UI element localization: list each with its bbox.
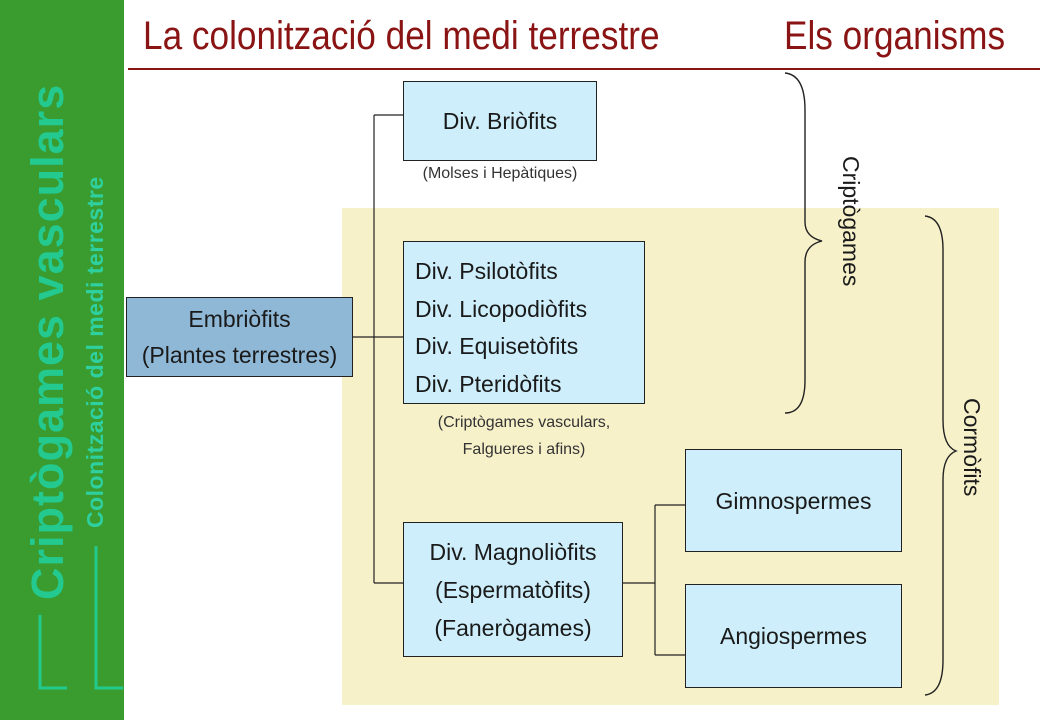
bracket-decoration-left <box>38 615 67 690</box>
angiosperms-label: Angiospermes <box>719 623 868 649</box>
spermatophytes-label: (Espermatòfits) <box>435 576 591 603</box>
pteridophytes-label: Div. Pteridòfits <box>415 370 562 397</box>
sidebar-decoration <box>38 546 123 690</box>
embryophytes-box: Embriòfits (Plantes terrestres) <box>126 297 353 377</box>
phanerogams-label: (Fanerògames) <box>434 614 592 641</box>
psilotophytes-label: Div. Psilotòfits <box>415 258 558 284</box>
cormophytes-group-label: Cormòfits <box>959 398 985 497</box>
title-divider <box>128 68 1040 70</box>
gymnosperms-box: Gimnospermes <box>685 449 902 552</box>
magnoliophytes-box: Div. Magnoliòfits (Espermatòfits) (Faner… <box>403 522 623 657</box>
embryophytes-label: Embriòfits <box>188 306 291 332</box>
section-title: Els organisms <box>784 14 1006 58</box>
equisetophytes-label: Div. Equisetòfits <box>415 333 579 359</box>
pteridophytes-box: Div. Psilotòfits Div. Licopodiòfits Div.… <box>403 241 645 404</box>
brace-cormophytes <box>924 215 958 696</box>
sidebar: Criptògames vasculars Colonització del m… <box>0 0 124 720</box>
bracket-decoration-right <box>94 546 123 690</box>
bryophytes-box: Div. Briòfits <box>403 81 597 161</box>
page-title: La colonització del medi terrestre <box>143 14 660 58</box>
gymnosperms-label: Gimnospermes <box>715 487 872 514</box>
magnoliophytes-label: Div. Magnoliòfits <box>429 538 597 565</box>
angiosperms-box: Angiospermes <box>685 584 902 688</box>
pteridophytes-note-line-1: (Criptògames vasculars, <box>437 414 611 431</box>
embryophytes-sublabel: (Plantes terrestres) <box>141 342 338 368</box>
cryptogams-group-label: Criptògames <box>838 156 864 287</box>
bryophytes-label: Div. Briòfits <box>442 108 558 134</box>
pteridophytes-note-line-2: Falgueres i afins) <box>462 441 586 458</box>
lycopodiophytes-label: Div. Licopodiòfits <box>415 295 588 322</box>
pteridophytes-note: (Criptògames vasculars, Falgueres i afin… <box>403 409 645 463</box>
brace-cryptogams <box>784 72 823 414</box>
bryophytes-note: (Molses i Hepàtiques) <box>422 165 578 182</box>
